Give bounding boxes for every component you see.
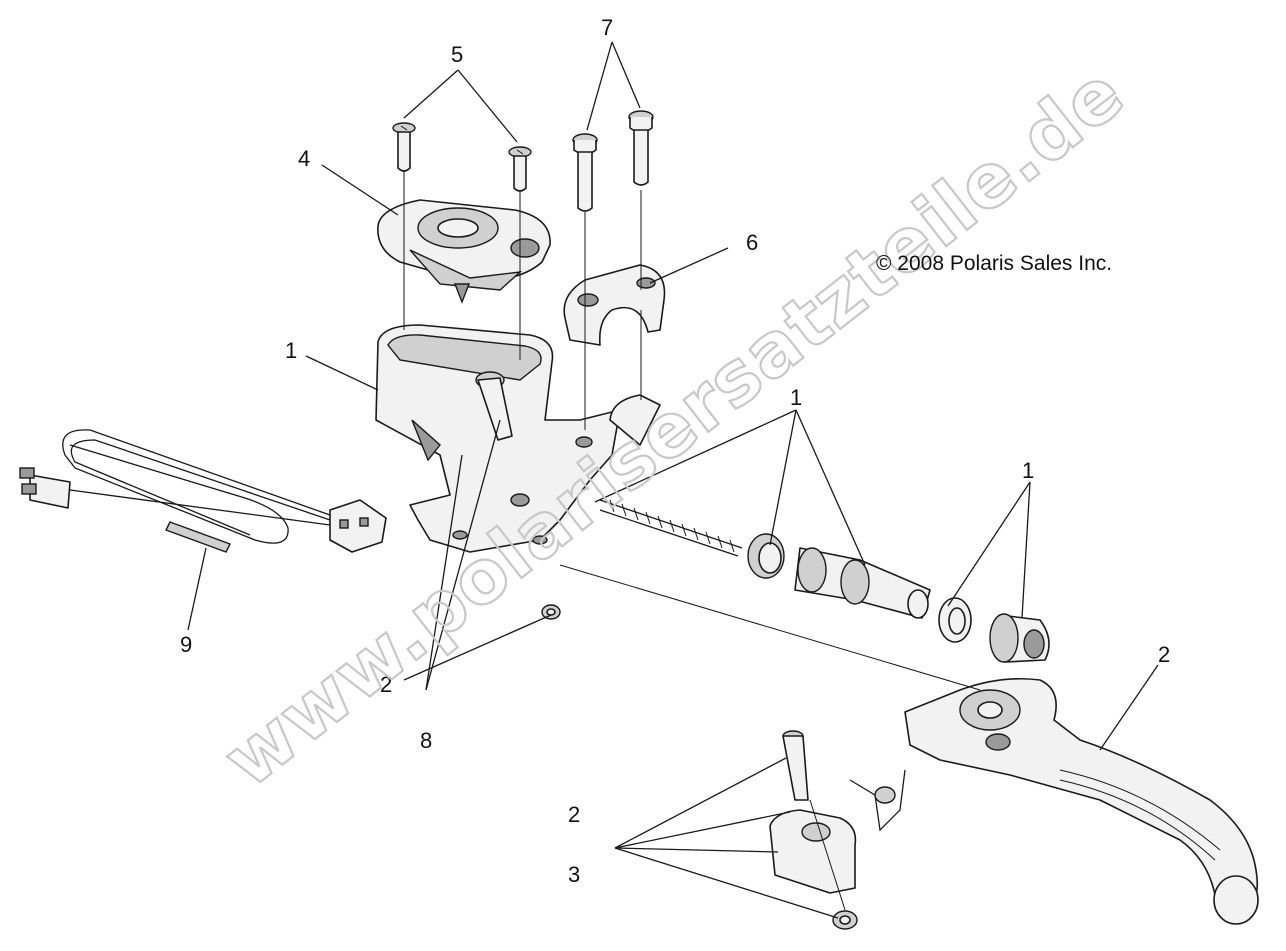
washer: [938, 597, 972, 643]
clip-ring: [541, 604, 561, 620]
callout-3: 3: [568, 862, 580, 887]
reservoir-cover: [377, 199, 551, 304]
callout-1-reservoir: 1: [285, 338, 297, 363]
callout-7: 7: [601, 15, 613, 40]
callout-8: 8: [420, 728, 432, 753]
circlip: [832, 910, 858, 930]
pivot-pin: [782, 730, 809, 801]
callout-1-piston: 1: [790, 385, 802, 410]
pivot-block: [769, 809, 857, 894]
brake-switch-harness: [19, 429, 387, 553]
brake-lever: [904, 678, 1259, 925]
dust-boot: [989, 613, 1050, 663]
clamp-bolt-left: [572, 133, 598, 212]
callout-9: 9: [180, 632, 192, 657]
piston-assembly: [794, 547, 931, 619]
callout-2-pin: 2: [568, 802, 580, 827]
lever-spring: [849, 769, 906, 832]
master-cylinder-body: [375, 324, 661, 553]
cover-screw-right: [508, 146, 532, 192]
callout-4: 4: [298, 146, 310, 171]
callout-2-bracket: 2: [380, 672, 392, 697]
piston-seal: [747, 533, 785, 579]
callout-1-washer: 1: [1022, 458, 1034, 483]
cover-screw-left: [392, 122, 416, 172]
handlebar-clamp: [563, 264, 666, 346]
clamp-bolt-right: [628, 110, 654, 186]
callout-5: 5: [451, 42, 463, 67]
piston-spring: [599, 499, 743, 557]
assembly-lines: [187, 41, 1159, 919]
callout-6: 6: [746, 230, 758, 255]
copyright-notice: © 2008 Polaris Sales Inc.: [876, 252, 1113, 275]
callout-2-lever: 2: [1158, 642, 1170, 667]
